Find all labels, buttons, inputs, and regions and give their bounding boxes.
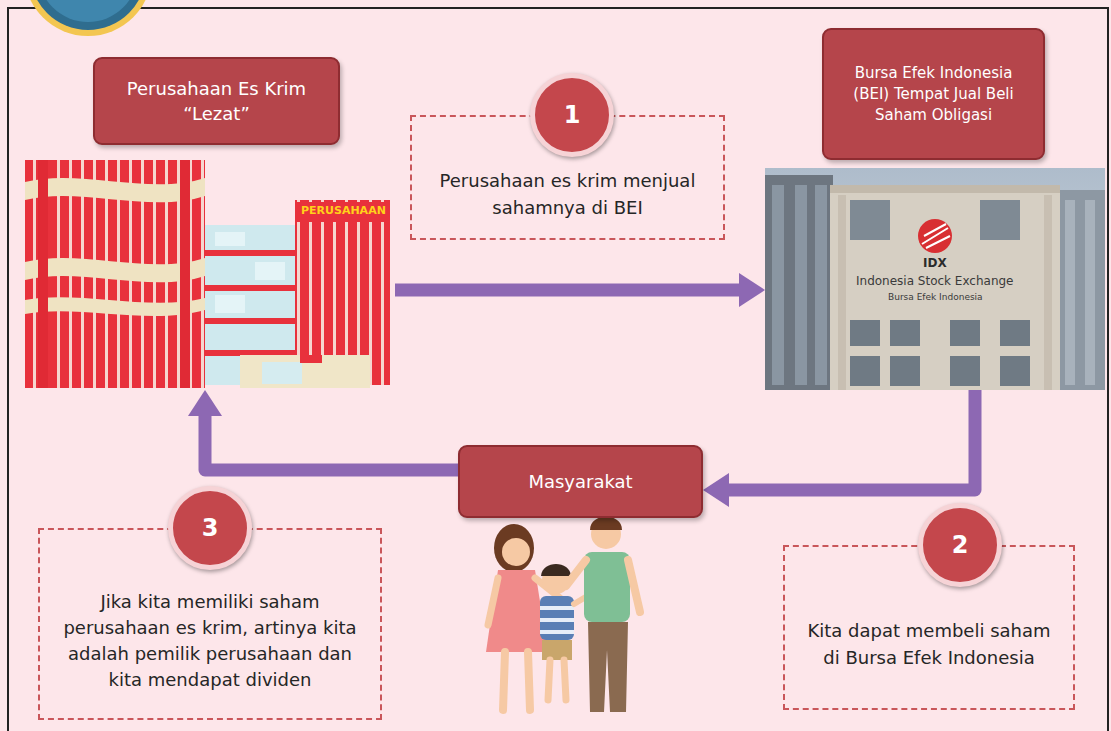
facade-text: Indonesia Stock Exchange (856, 274, 1014, 288)
arrow-shaft (205, 416, 458, 470)
picture-panel: Perusahaan Es Krim “Lezat” (25, 55, 395, 390)
building-sign-text: PERUSAHAAN (301, 204, 386, 217)
stock-exchange-photo (765, 168, 1105, 390)
arrow-shaft (395, 284, 739, 297)
dashed-note-box: Jika kita memiliki saham perusahaan es k… (38, 528, 382, 720)
arrow-head (703, 473, 729, 507)
flow-arrow (188, 390, 458, 470)
callout-number: 3 (202, 514, 219, 542)
callout-number: 2 (952, 531, 969, 559)
flow-arrow (395, 273, 765, 307)
heading-box: Perusahaan Es Krim “Lezat” (93, 57, 340, 145)
callout-number: 1 (564, 101, 581, 129)
picture-panel: Bursa Efek Indonesia (BEI) Tempat Jual B… (765, 28, 1105, 390)
company-building (25, 160, 390, 388)
note-text: Kita dapat membeli saham di Bursa Efek I… (797, 618, 1061, 670)
step-number-circle: 2 (918, 503, 1002, 587)
step-number-circle: 3 (168, 486, 252, 570)
family-illustration (486, 517, 640, 713)
corner-icon (24, 0, 152, 36)
logo-text: IDX (923, 256, 947, 270)
arrow-head (188, 390, 222, 416)
dashed-note-box: Perusahaan es krim menjual sahamnya di B… (410, 115, 725, 240)
facade-subtext: Bursa Efek Indonesia (888, 292, 983, 303)
arrow-head (739, 273, 765, 307)
heading-box: Masyarakat (458, 445, 703, 518)
note-text: Perusahaan es krim menjual sahamnya di B… (424, 168, 711, 220)
note-text: Jika kita memiliki saham perusahaan es k… (52, 589, 368, 693)
flow-arrow (703, 390, 975, 507)
frame-border (8, 8, 1108, 731)
step-number-circle: 1 (530, 73, 614, 157)
dashed-note-box: Kita dapat membeli saham di Bursa Efek I… (783, 545, 1075, 710)
heading-box: Bursa Efek Indonesia (BEI) Tempat Jual B… (822, 28, 1045, 160)
picture-panel: Masyarakat (458, 445, 703, 720)
arrow-shaft (729, 390, 975, 490)
